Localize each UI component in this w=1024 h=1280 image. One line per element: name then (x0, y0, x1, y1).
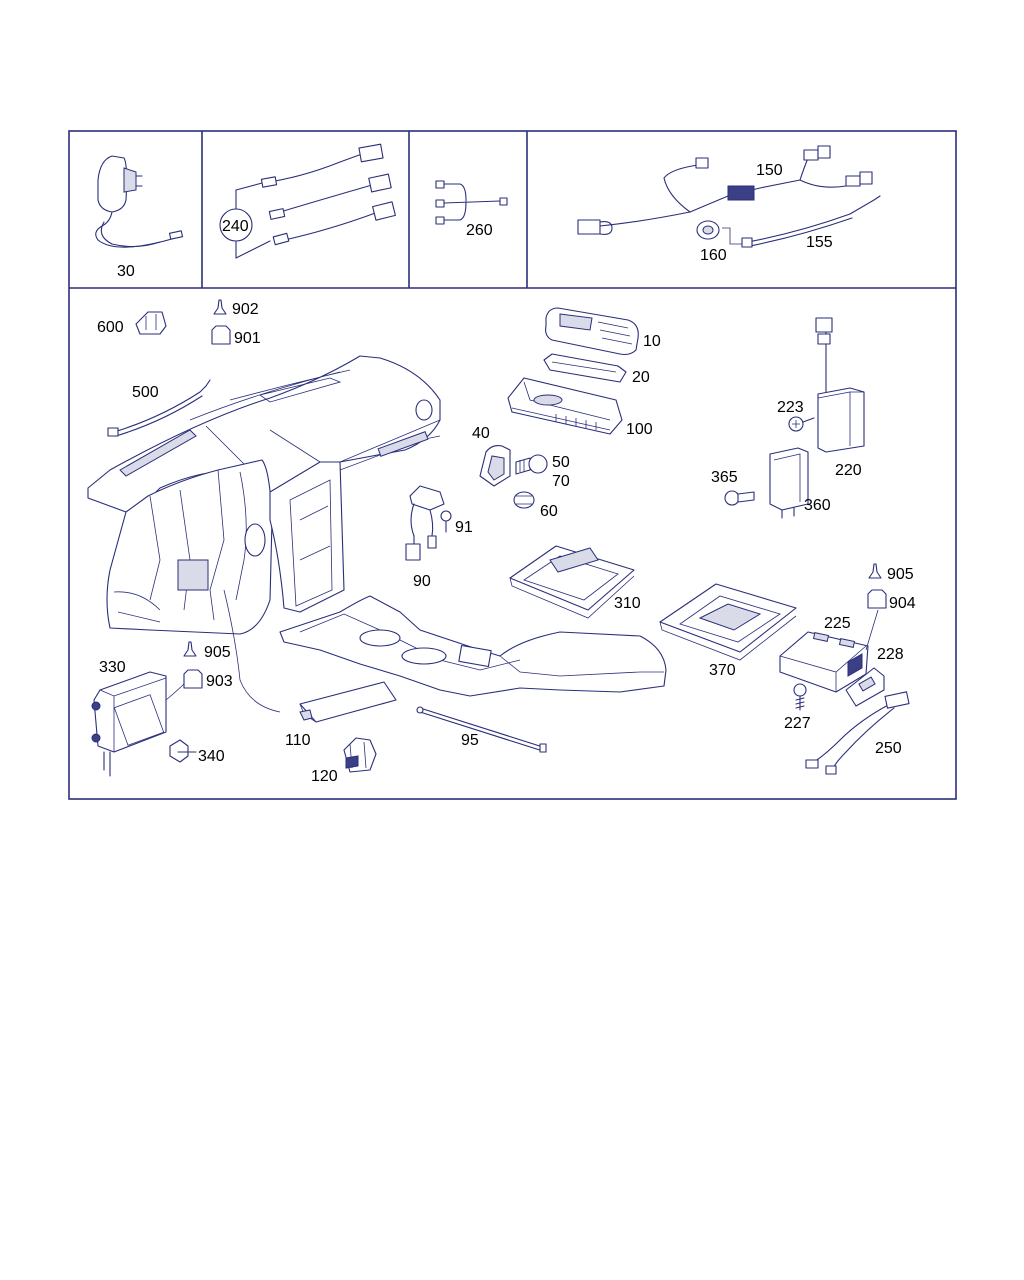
label-100: 100 (626, 421, 653, 438)
label-905-right: 905 (887, 566, 914, 583)
label-365: 365 (711, 469, 738, 486)
label-310: 310 (614, 595, 641, 612)
part-110-bracket (299, 681, 397, 723)
part-150-harness (577, 145, 873, 235)
part-20-tray (543, 353, 627, 383)
label-227: 227 (784, 715, 811, 732)
label-228: 228 (877, 646, 904, 663)
label-50: 50 (552, 454, 570, 471)
label-95: 95 (461, 732, 479, 749)
clip-icon (183, 669, 203, 689)
label-902: 902 (232, 301, 259, 318)
part-250-cable (805, 691, 910, 775)
part-370-tray (659, 583, 797, 661)
part-228-cover (845, 667, 885, 707)
label-360: 360 (804, 497, 831, 514)
part-60-cap (513, 491, 535, 509)
part-365-screw (724, 490, 755, 506)
label-340: 340 (198, 748, 225, 765)
part-240-cable-set (219, 143, 396, 259)
label-91: 91 (455, 519, 473, 536)
label-60: 60 (540, 503, 558, 520)
part-220-control-unit (815, 317, 865, 453)
part-90-harness (405, 485, 445, 561)
label-40: 40 (472, 425, 490, 442)
label-150: 150 (756, 162, 783, 179)
label-90: 90 (413, 573, 431, 590)
pin-icon (183, 641, 197, 657)
label-110: 110 (285, 732, 311, 749)
label-30: 30 (117, 263, 135, 280)
label-901: 901 (234, 330, 261, 347)
part-40-bracket (479, 445, 511, 487)
label-250: 250 (875, 740, 902, 757)
part-160-grommet (696, 220, 742, 245)
part-500-cable (107, 379, 211, 437)
part-600-clip (135, 311, 167, 335)
part-50-screw (515, 454, 548, 475)
part-100-cradle (507, 377, 623, 435)
part-10-handset (545, 307, 639, 356)
part-310-tray (509, 545, 635, 619)
part-360-module (769, 447, 809, 519)
label-220: 220 (835, 462, 862, 479)
label-240: 240 (222, 218, 249, 235)
label-500: 500 (132, 384, 159, 401)
label-260: 260 (466, 222, 493, 239)
part-30-charger (95, 155, 184, 248)
label-155: 155 (806, 234, 833, 251)
clip-icon (867, 589, 887, 609)
part-260-harness (435, 180, 508, 225)
part-223-screw (788, 416, 815, 432)
label-904: 904 (889, 595, 916, 612)
label-370: 370 (709, 662, 736, 679)
label-903: 903 (206, 673, 233, 690)
part-227-screw (793, 683, 807, 711)
pin-icon (213, 299, 227, 315)
label-905-left: 905 (204, 644, 231, 661)
part-225-module (779, 609, 879, 693)
dashboard-and-console (87, 355, 667, 713)
part-95-rod (416, 706, 547, 753)
diagram-frame (68, 130, 957, 800)
part-91-screw (440, 510, 452, 533)
part-340-screw (169, 739, 197, 763)
part-155-antenna-lead (741, 195, 881, 248)
label-10: 10 (643, 333, 661, 350)
label-160: 160 (700, 247, 727, 264)
label-223: 223 (777, 399, 804, 416)
label-330: 330 (99, 659, 126, 676)
part-120-clip (343, 737, 377, 773)
label-225: 225 (824, 615, 851, 632)
label-70: 70 (552, 473, 570, 490)
clip-icon (211, 325, 231, 345)
part-330-module (91, 671, 187, 777)
pin-icon (868, 563, 882, 579)
label-600: 600 (97, 319, 124, 336)
label-120: 120 (311, 768, 338, 785)
label-20: 20 (632, 369, 650, 386)
